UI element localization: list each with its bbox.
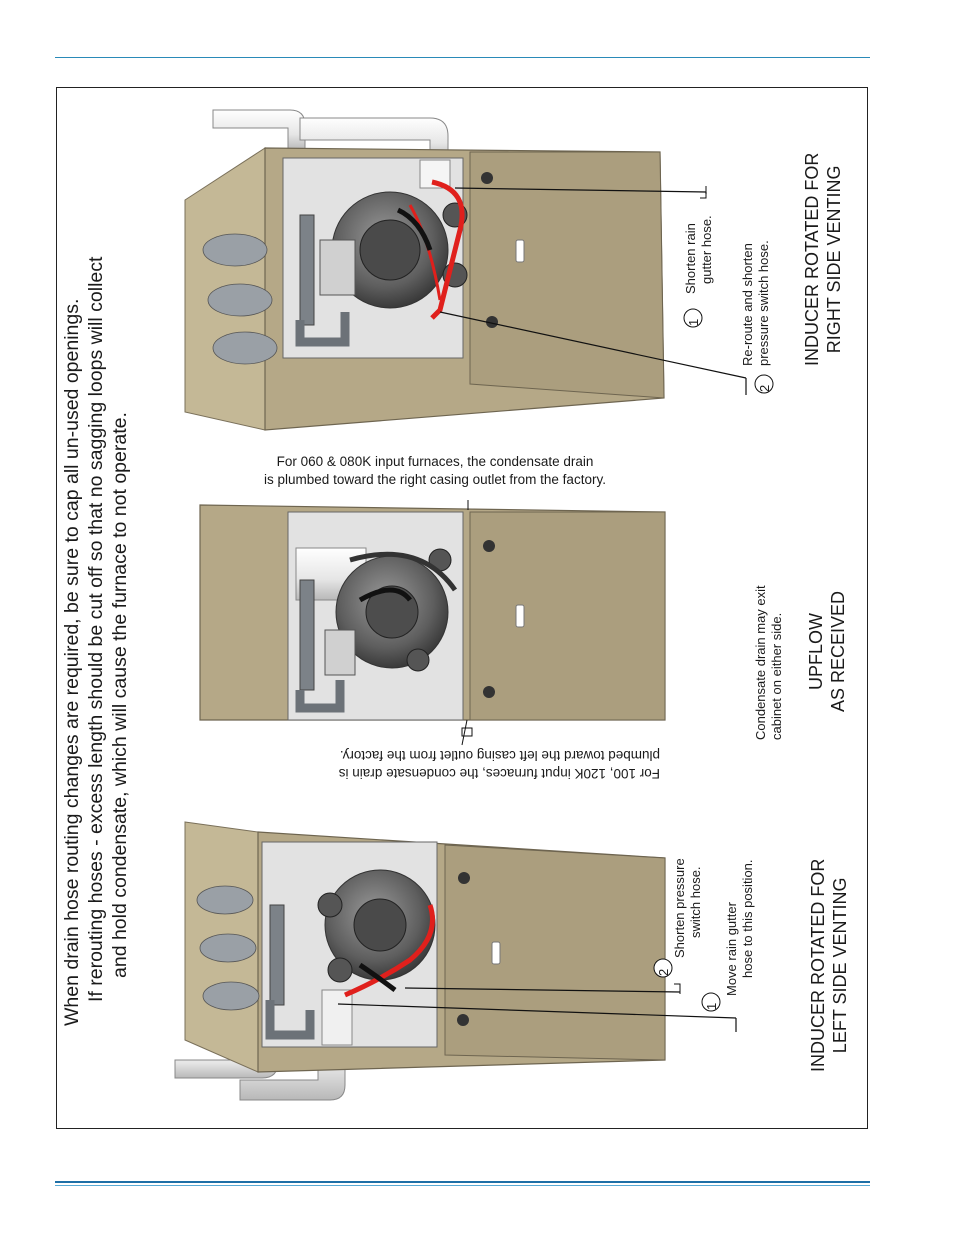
left-callout-1-label: Move rain gutter hose to this position. (724, 859, 756, 996)
right-view-title: INDUCER ROTATED FOR RIGHT SIDE VENTING (801, 153, 845, 366)
right-furnace-illustration (184, 109, 747, 431)
center-top-note-line2: is plumbed toward the right casing outle… (264, 472, 606, 487)
left-callout-1-line2: hose to this position. (740, 859, 755, 978)
center-bottom-note: For 100, 120K input furnaces, the conden… (240, 746, 660, 782)
left-view-title-line1: INDUCER ROTATED FOR (808, 858, 828, 1072)
center-bottom-note-line2: plumbed toward the left casing outlet fr… (339, 748, 660, 763)
left-callout-2-line1: Shorten pressure (672, 858, 687, 958)
left-callout-2-line2: switch hose. (688, 866, 703, 938)
warning-line-3: and hold condensate, which will cause th… (109, 412, 131, 978)
left-furnace-illustration (174, 821, 737, 1101)
footer-rule (55, 1181, 870, 1183)
left-callout-2-number: 2 (656, 968, 671, 976)
center-view-title-line1: UPFLOW (806, 612, 826, 690)
header-rule (55, 57, 870, 58)
center-top-note-line1: For 060 & 080K input furnaces, the conde… (276, 454, 594, 469)
right-callout-1-number: 1 (686, 318, 701, 326)
right-callout-1-label: Shorten rain gutter hose. (683, 215, 715, 294)
right-view-title-line2: RIGHT SIDE VENTING (824, 165, 844, 354)
center-top-note: For 060 & 080K input furnaces, the conde… (210, 453, 660, 489)
right-callout-2-line2: pressure switch hose. (756, 240, 771, 366)
right-callout-2-number: 2 (757, 384, 772, 392)
right-view-title-line1: INDUCER ROTATED FOR (802, 152, 822, 366)
right-callout-1-line1: Shorten rain (683, 223, 698, 294)
left-callout-1-line1: Move rain gutter (724, 902, 739, 996)
right-callout-2-label: Re-route and shorten pressure switch hos… (740, 240, 772, 366)
left-view-title: INDUCER ROTATED FOR LEFT SIDE VENTING (807, 859, 851, 1072)
center-view-title: UPFLOW AS RECEIVED (805, 591, 849, 712)
center-side-note-line1: Condensate drain may exit (753, 585, 768, 740)
center-furnace-illustration (199, 500, 666, 746)
center-side-note: Condensate drain may exit cabinet on eit… (753, 585, 785, 740)
footer-rule-thin (55, 1185, 870, 1186)
right-callout-2-line1: Re-route and shorten (740, 243, 755, 366)
callout-circles (653, 308, 774, 1012)
warning-text: When drain hose routing changes are requ… (60, 257, 132, 1026)
center-side-note-line2: cabinet on either side. (769, 612, 784, 740)
left-view-title-line2: LEFT SIDE VENTING (830, 877, 850, 1054)
figure-frame (56, 87, 868, 1129)
left-callout-2-label: Shorten pressure switch hose. (672, 858, 704, 958)
left-callout-1-number: 1 (704, 1002, 719, 1010)
center-view-title-line2: AS RECEIVED (828, 590, 848, 712)
center-bottom-note-line1: For 100, 120K input furnaces, the conden… (338, 766, 660, 781)
warning-line-1: When drain hose routing changes are requ… (61, 298, 83, 1026)
right-callout-1-line2: gutter hose. (699, 215, 714, 284)
warning-line-2: If rerouting hoses - excess length shoul… (85, 256, 107, 1002)
